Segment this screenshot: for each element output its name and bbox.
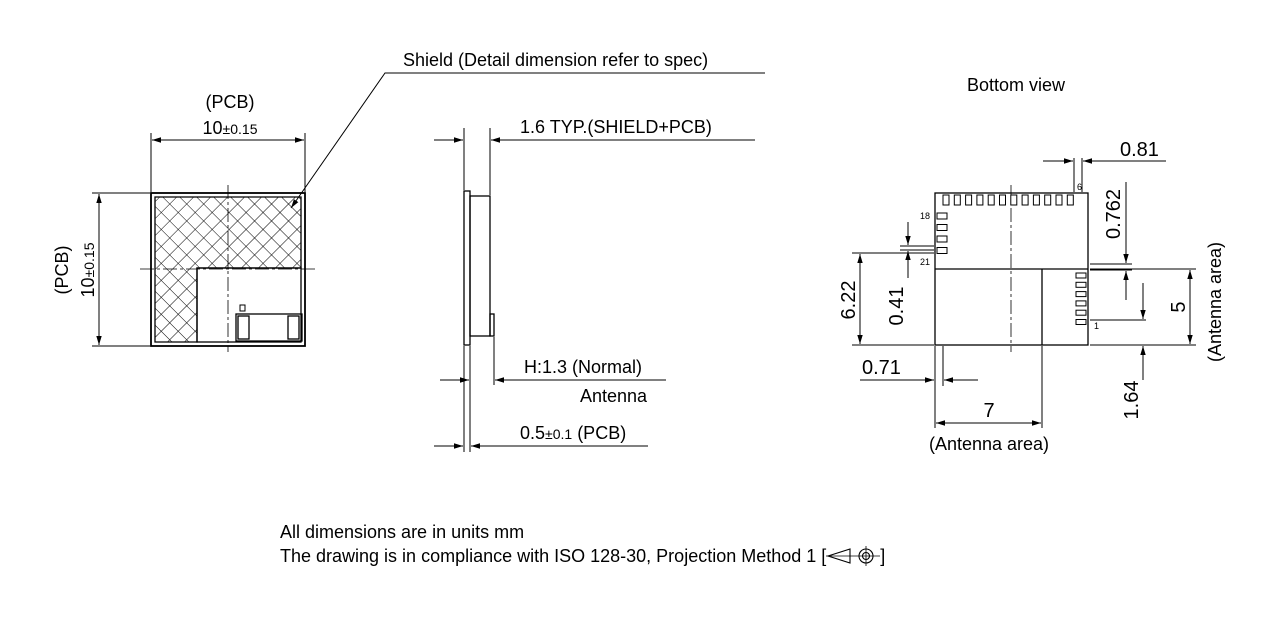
dim-0762-label: 0.762	[1103, 189, 1125, 239]
dim-041-label: 0.41	[886, 287, 908, 326]
pad	[1075, 291, 1087, 298]
pad	[936, 212, 948, 220]
shield-callout: Shield (Detail dimension refer to spec)	[403, 50, 708, 70]
dim-5-label: 5	[1168, 301, 1190, 312]
pad	[1032, 194, 1040, 206]
pad	[1075, 319, 1087, 325]
side-view: 1.6 TYP.(SHIELD+PCB) H:1.3 (Normal) Ante…	[434, 117, 755, 452]
pad	[965, 194, 973, 206]
pad	[1055, 194, 1063, 206]
antenna-area-right-label: (Antenna area)	[1205, 242, 1225, 362]
antenna-height-label: H:1.3 (Normal)	[524, 357, 642, 377]
pad	[936, 235, 948, 243]
dim-071-label: 0.71	[862, 357, 901, 379]
pad	[942, 194, 950, 206]
dim-081-label: 0.81	[1120, 139, 1159, 161]
height-dimension-label: 10±0.15	[78, 242, 98, 297]
component-area	[196, 267, 302, 343]
pcb-label-side: (PCB)	[52, 246, 72, 295]
antenna-area-bottom-label: (Antenna area)	[929, 434, 1049, 454]
pad	[953, 194, 961, 206]
total-thickness-label: 1.6 TYP.(SHIELD+PCB)	[520, 117, 712, 137]
projection-method-icon	[826, 546, 881, 566]
side-shield	[469, 195, 491, 337]
pad	[1010, 194, 1018, 206]
side-pcb	[463, 190, 471, 346]
pad	[1044, 194, 1052, 206]
pad	[1066, 194, 1074, 206]
front-view: (PCB) 10±0.15 (PCB) 10±0.15 Shield (Deta…	[52, 50, 765, 352]
pad	[1075, 281, 1087, 288]
antenna-label: Antenna	[580, 386, 648, 406]
note-iso: The drawing is in compliance with ISO 12…	[280, 546, 886, 566]
pad	[1075, 309, 1087, 316]
dim-622-label: 6.22	[838, 281, 860, 320]
pad	[1021, 194, 1029, 206]
pad	[1075, 300, 1087, 307]
antenna-chip-end-right	[287, 315, 300, 340]
dim-7-label: 7	[983, 400, 994, 422]
pcb-thickness-label: 0.5±0.1 (PCB)	[520, 423, 626, 443]
dim-164-label: 1.64	[1121, 381, 1143, 420]
pcb-label-top: (PCB)	[206, 92, 255, 112]
small-component	[239, 304, 246, 312]
pad	[999, 194, 1006, 206]
drawing-notes: All dimensions are in units mm The drawi…	[280, 520, 885, 568]
bottom-view: Bottom view 6 18 21 1 0.81 0.762 5 (Ante…	[838, 75, 1225, 454]
pad-column-right	[1075, 272, 1087, 325]
pad	[936, 247, 948, 254]
pad	[987, 194, 995, 206]
antenna-chip	[235, 313, 303, 342]
pad	[936, 224, 948, 231]
pad	[976, 194, 984, 206]
pad	[1075, 272, 1087, 279]
antenna-chip-end-left	[237, 315, 250, 340]
side-antenna	[489, 313, 495, 337]
pin-18-label: 18	[920, 211, 930, 221]
note-units: All dimensions are in units mm	[280, 522, 525, 542]
pin-21-label: 21	[920, 257, 930, 267]
pin-6-label: 6	[1077, 182, 1082, 192]
pad-row-top	[942, 194, 1074, 206]
bottom-view-title: Bottom view	[967, 75, 1066, 95]
shield-leader	[290, 72, 765, 209]
pin-1-label: 1	[1094, 321, 1099, 331]
width-dimension-label: 10±0.15	[203, 118, 258, 138]
pad-column-left	[936, 212, 948, 254]
